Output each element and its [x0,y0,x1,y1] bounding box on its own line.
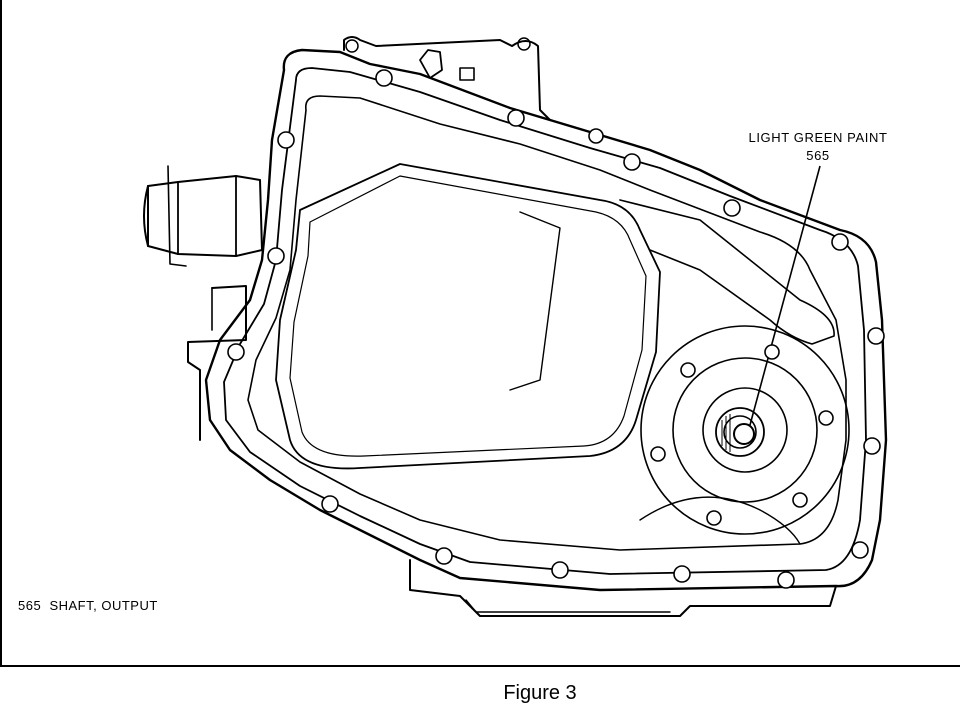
legend-number: 565 [18,598,42,613]
leader-line [749,165,821,426]
output-shaft-icon [715,407,765,457]
legend-text: SHAFT, OUTPUT [49,598,158,613]
legend: 565 SHAFT, OUTPUT [18,598,158,613]
transmission-housing-drawing [143,36,888,617]
figure-caption: Figure 3 [503,682,577,704]
paint-callout-label: LIGHT GREEN PAINT [748,130,888,145]
part-number-callout: 565 [806,148,830,163]
output-housing-outer [640,325,850,535]
bolt-icon [227,69,885,589]
